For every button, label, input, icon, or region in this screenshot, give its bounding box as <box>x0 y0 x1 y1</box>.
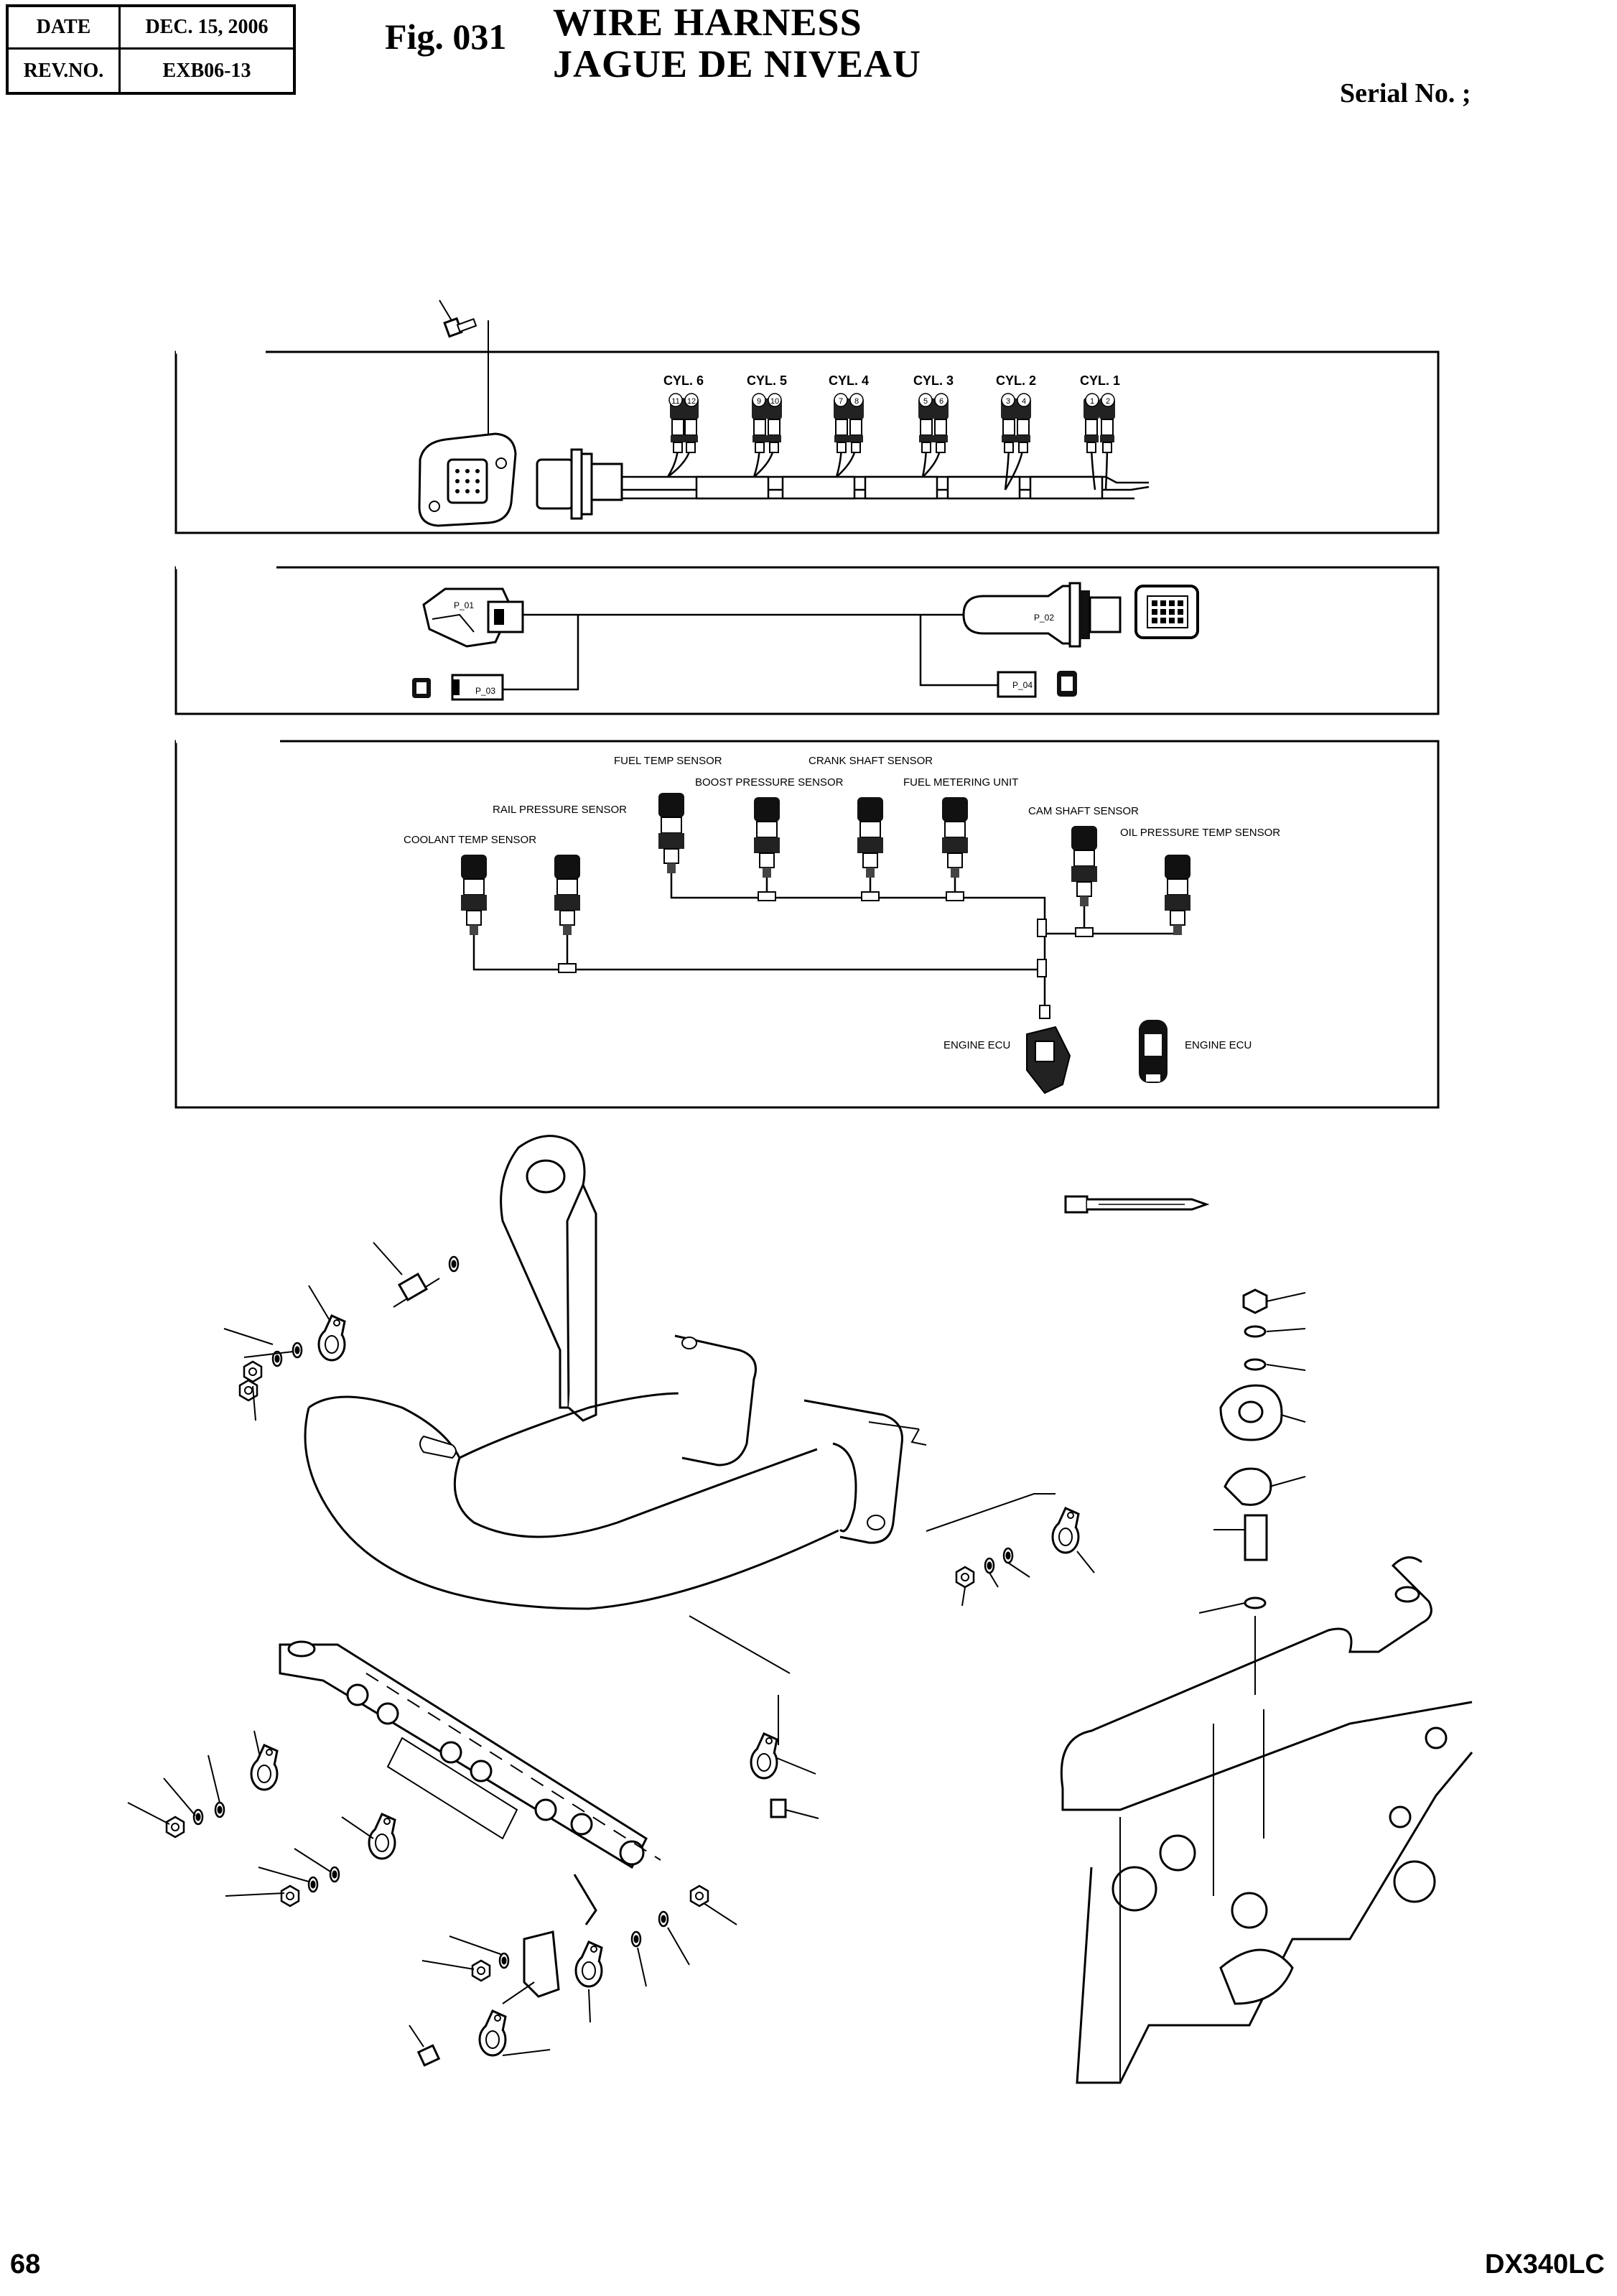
pin-number-circle <box>668 393 683 407</box>
pin-number: 5 <box>923 397 928 406</box>
label-engine-ecu-2: ENGINE ECU <box>1185 1039 1252 1051</box>
cylinder-label: CYL. 1 <box>1080 373 1120 388</box>
rev-label: REV.NO. <box>9 50 121 92</box>
pin-number: 3 <box>1006 397 1010 406</box>
fuel-rail <box>279 1640 661 1925</box>
connector-label-p03: P_03 <box>475 686 495 696</box>
date-label: DATE <box>9 7 121 50</box>
pin-number: 8 <box>854 397 859 406</box>
cylinder-label: CYL. 6 <box>663 373 704 388</box>
label-rail-pressure-sensor: RAIL PRESSURE SENSOR <box>493 804 627 816</box>
label-cam-shaft-sensor: CAM SHAFT SENSOR <box>1028 805 1139 817</box>
connector-receptacle-icon <box>1134 585 1199 639</box>
pin-number-circle <box>752 393 766 407</box>
pin-number: 4 <box>1022 397 1026 406</box>
engine-block <box>1060 1556 1473 2084</box>
serial-number: Serial No. ; <box>1340 78 1471 108</box>
panel-connector-harness: P_01 P_03 P_02 <box>174 565 1440 715</box>
pin-number-circle <box>1017 393 1031 407</box>
sensor-wiring <box>472 869 1179 1013</box>
label-fuel-metering-unit: FUEL METERING UNIT <box>903 776 1018 789</box>
harness-connector-icon <box>536 448 623 520</box>
label-coolant-temp-sensor: COOLANT TEMP SENSOR <box>404 834 536 846</box>
pin-number-circle <box>834 393 848 407</box>
pin-number-circle <box>849 393 864 407</box>
bracket-arm <box>500 1135 597 1422</box>
flange-connector-icon <box>418 432 517 527</box>
pin-number: 11 <box>671 397 679 406</box>
connector-p04-icon: P_04 <box>997 671 1077 698</box>
label-boost-pressure-sensor: BOOST PRESSURE SENSOR <box>695 776 844 789</box>
header-table: DATE DEC. 15, 2006 REV.NO. EXB06-13 <box>6 4 296 95</box>
exploded-assembly <box>127 1135 1473 2084</box>
ecu-plugs <box>1026 1005 1168 1094</box>
cylinder-label: CYL. 4 <box>829 373 869 388</box>
figure-number: Fig. 031 <box>385 17 507 57</box>
pin-number-circle <box>768 393 782 407</box>
pin-number: 1 <box>1090 397 1094 406</box>
sensor-joints <box>558 891 1094 977</box>
ecu-connector-icon: P_01 <box>422 587 524 648</box>
cylinder-label: CYL. 2 <box>996 373 1036 388</box>
pin-number: 2 <box>1106 397 1110 406</box>
pin-number-circle <box>1085 393 1099 407</box>
pin-number: 9 <box>757 397 761 406</box>
intake-pipe <box>304 1334 903 1610</box>
pin-number-circle <box>1001 393 1015 407</box>
connector-p03-icon: P_03 <box>412 674 504 701</box>
sensor-labels: FUEL TEMP SENSOR CRANK SHAFT SENSOR BOOS… <box>404 755 1280 1051</box>
page-number: 68 <box>10 2249 41 2279</box>
cylinder-label: CYL. 3 <box>913 373 954 388</box>
rail-fasteners-left <box>165 1744 709 2067</box>
pin-number: 10 <box>770 397 779 406</box>
injector-plugs <box>669 397 1116 453</box>
pin-number-circle <box>918 393 933 407</box>
pin-number-circle <box>684 393 699 407</box>
title-english: WIRE HARNESS <box>553 1 862 44</box>
label-fuel-temp-sensor: FUEL TEMP SENSOR <box>614 755 722 767</box>
left-fastener-stack <box>238 1255 460 1402</box>
pin-number: 12 <box>687 397 696 406</box>
right-vertical-stack <box>1219 1288 1283 1695</box>
cable-tie-icon <box>1064 1195 1210 1214</box>
connector-p02-icon: P_02 <box>962 582 1122 648</box>
connector-label-p01: P_01 <box>454 600 474 610</box>
pin-number-circle <box>934 393 949 407</box>
pipe-fasteners-right <box>868 1421 1080 1589</box>
harness-trunk <box>622 475 1150 500</box>
panel-sensor-harness: FUEL TEMP SENSOR CRANK SHAFT SENSOR BOOS… <box>174 739 1440 1109</box>
connector-label-p04: P_04 <box>1012 680 1033 690</box>
pin-number-circle <box>1101 393 1115 407</box>
pin-number: 6 <box>939 397 943 406</box>
cylinder-label: CYL. 5 <box>747 373 787 388</box>
label-oil-pressure-temp-sensor: OIL PRESSURE TEMP SENSOR <box>1120 827 1280 839</box>
label-crank-shaft-sensor: CRANK SHAFT SENSOR <box>808 755 933 767</box>
title-french: JAGUE DE NIVEAU <box>553 42 922 85</box>
connector-label-p02: P_02 <box>1034 613 1054 623</box>
model-number: DX340LC <box>1485 2249 1605 2279</box>
rev-value: EXB06-13 <box>162 59 251 82</box>
mid-clamp <box>689 1615 791 1818</box>
date-value: DEC. 15, 2006 <box>121 7 293 50</box>
pin-number: 7 <box>839 397 843 406</box>
callout-leaders <box>127 1242 1306 2056</box>
label-engine-ecu-1: ENGINE ECU <box>943 1039 1010 1051</box>
